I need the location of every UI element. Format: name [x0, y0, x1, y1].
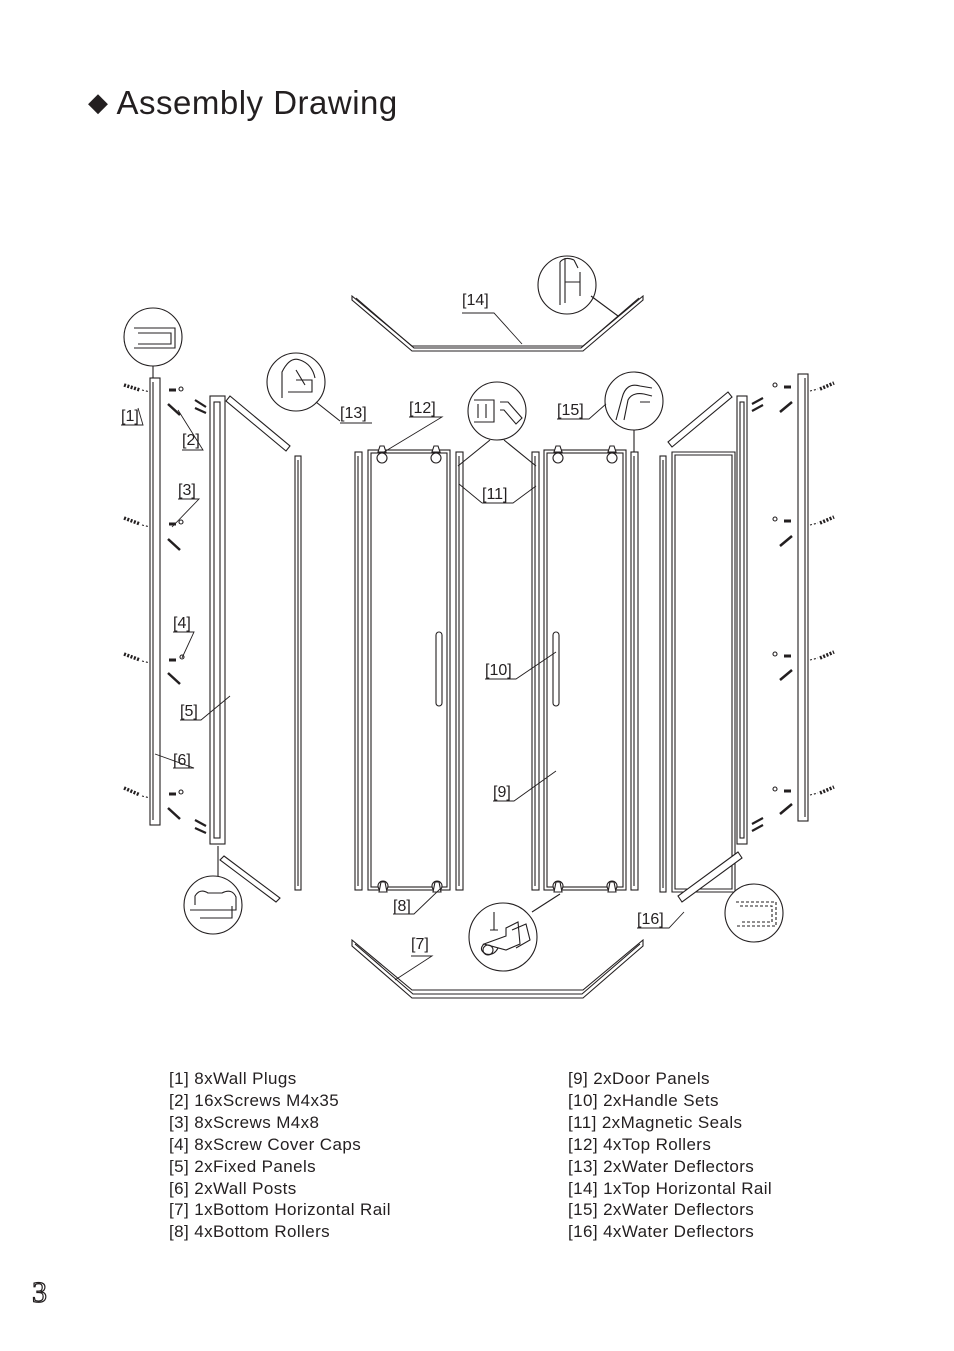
right-fixed-panel: [659, 391, 748, 903]
wall-plug-icon: [819, 650, 835, 660]
screw-icon: [772, 382, 793, 413]
callout-4: [4]: [173, 615, 191, 632]
bottom-roller-icon: [431, 880, 443, 893]
callout-7: [7]: [411, 936, 429, 953]
right-wall-post: [797, 373, 809, 822]
callout-2: [2]: [182, 432, 200, 449]
bottom-roller-icon: [606, 880, 618, 893]
left-fixed-panel: [209, 395, 302, 903]
left-wall-post-detail: [123, 307, 183, 378]
bottom-horizontal-rail: [351, 938, 644, 999]
wall-plug-icon: [819, 515, 835, 525]
callout-13: [13]: [340, 405, 367, 422]
bottom-roller-icon: [377, 880, 389, 893]
right-bottom-profile-detail: [724, 883, 784, 943]
wall-plug-icon: [123, 786, 141, 797]
screw-icon: [772, 651, 793, 681]
screw-icon: [167, 386, 184, 416]
callout-6: [6]: [173, 752, 191, 769]
top-roller-icon: [430, 445, 442, 464]
callout-10: [10]: [485, 662, 512, 679]
parts-list-item: [7] 1xBottom Horizontal Rail: [169, 1200, 391, 1220]
left-door-panel: [354, 445, 464, 893]
magnetic-seal-detail: [457, 381, 537, 467]
parts-list-right: [9] 2xDoor Panels [10] 2xHandle Sets [11…: [568, 1068, 772, 1243]
callout-12: [12]: [409, 400, 436, 417]
wall-plug-icon: [123, 516, 141, 526]
parts-list-item: [2] 16xScrews M4x35: [169, 1090, 340, 1110]
right-water-deflector-detail: [604, 371, 664, 452]
page-number: 3: [31, 1275, 47, 1309]
top-horizontal-rail: [351, 294, 644, 352]
left-fasteners: [123, 383, 207, 835]
screw-icon: [167, 519, 184, 551]
wall-plug-icon: [123, 652, 141, 662]
screw-icon: [772, 786, 793, 815]
parts-list-item: [16] 4xWater Deflectors: [568, 1222, 755, 1242]
right-fasteners: [751, 381, 835, 832]
callout-5: [5]: [180, 703, 198, 720]
parts-list-item: [14] 1xTop Horizontal Rail: [568, 1178, 773, 1198]
callout-9: [9]: [493, 784, 511, 801]
parts-list-item: [15] 2xWater Deflectors: [568, 1200, 755, 1220]
parts-list-item: [3] 8xScrews M4x8: [169, 1112, 320, 1132]
parts-list-item: [11] 2xMagnetic Seals: [568, 1112, 743, 1132]
parts-list-item: [12] 4xTop Rollers: [568, 1134, 712, 1154]
top-roller-icon: [552, 445, 564, 464]
parts-list-item: [10] 2xHandle Sets: [568, 1090, 719, 1110]
screw-icon: [167, 789, 184, 820]
parts-list-item: [4] 8xScrew Cover Caps: [169, 1134, 362, 1154]
parts-list-item: [6] 2xWall Posts: [169, 1178, 297, 1198]
parts-list-left: [1] 8xWall Plugs [2] 16xScrews M4x35 [3]…: [169, 1068, 391, 1243]
right-door-panel: [531, 445, 639, 893]
top-roller-icon: [376, 445, 388, 464]
wall-plug-icon: [819, 381, 835, 391]
left-wall-post: [149, 377, 161, 826]
parts-list-item: [8] 4xBottom Rollers: [169, 1222, 331, 1242]
diamond-bullet-icon: ◆: [88, 86, 109, 117]
bottom-roller-icon: [552, 880, 564, 893]
leader-lines: [121, 312, 685, 981]
top-roller-icon: [606, 445, 618, 464]
callout-15: [15]: [557, 402, 584, 419]
parts-list-item: [13] 2xWater Deflectors: [568, 1156, 755, 1176]
callout-14: [14]: [462, 292, 489, 309]
left-bottom-profile-detail: [183, 846, 243, 935]
page-title: ◆ Assembly Drawing: [88, 84, 398, 122]
bottom-roller-detail: [468, 893, 561, 972]
callout-3: [3]: [178, 482, 196, 499]
callout-16: [16]: [637, 911, 664, 928]
parts-list-item: [5] 2xFixed Panels: [169, 1156, 317, 1176]
callout-8: [8]: [393, 898, 411, 915]
screw-icon: [167, 654, 185, 685]
wall-plug-icon: [819, 785, 835, 795]
page-title-text: Assembly Drawing: [116, 84, 398, 121]
callout-11: [11]: [482, 486, 508, 503]
left-water-deflector-detail: [266, 352, 341, 422]
callout-labels: [14] [1] [2] [3] [4] [5] [6] [7] [8] [9]…: [121, 292, 664, 953]
parts-list-item: [1] 8xWall Plugs: [169, 1069, 297, 1088]
callout-1: [1]: [121, 408, 139, 425]
parts-list-item: [9] 2xDoor Panels: [568, 1069, 710, 1088]
wall-plug-icon: [123, 383, 141, 392]
screw-icon: [772, 516, 793, 547]
top-rail-profile-detail: [537, 255, 619, 317]
